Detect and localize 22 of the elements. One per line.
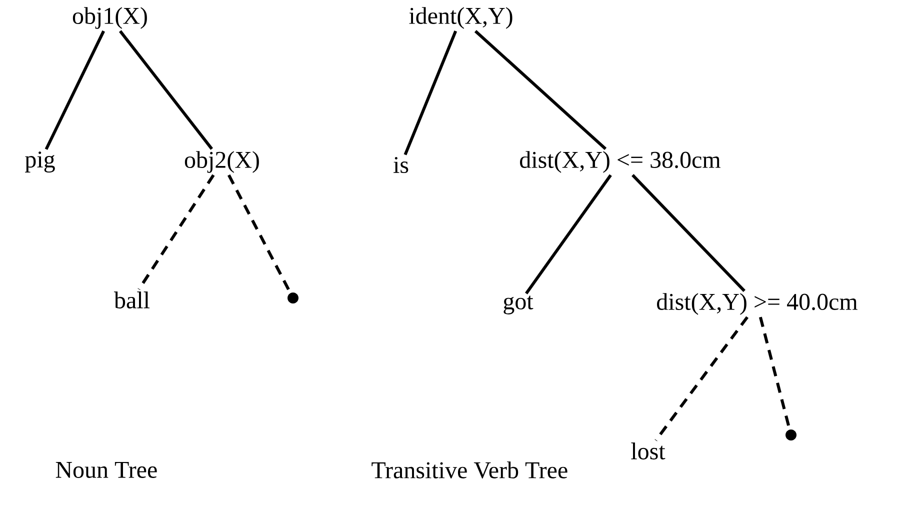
- tree-branch: [44, 30, 105, 150]
- node-label: dist(X,Y) <= 38.0cm: [520, 151, 720, 173]
- tree-caption: Transitive Verb Tree: [372, 462, 568, 478]
- tree-branch: [525, 174, 612, 294]
- node-label: ident(X,Y): [409, 7, 512, 29]
- dashed-branch: [138, 174, 215, 290]
- tree-branch: [404, 30, 458, 156]
- node-label: dist(X,Y) >= 40.0cm: [657, 293, 858, 315]
- node-label: obj1(X): [72, 7, 147, 29]
- node-label: lost: [631, 442, 666, 460]
- node-label: pig: [25, 151, 55, 173]
- node-label: got: [504, 296, 534, 314]
- node-label: is: [394, 156, 408, 174]
- tree-branch: [474, 30, 607, 150]
- leaf-dot: [786, 430, 796, 440]
- dashed-branch: [654, 316, 749, 442]
- leaf-dot: [288, 292, 298, 304]
- tree-caption: Noun Tree: [56, 462, 157, 478]
- node-label: obj2(X): [184, 151, 259, 173]
- node-label: ball: [114, 292, 150, 308]
- tree-branch: [632, 174, 746, 292]
- tree-branch: [118, 30, 214, 150]
